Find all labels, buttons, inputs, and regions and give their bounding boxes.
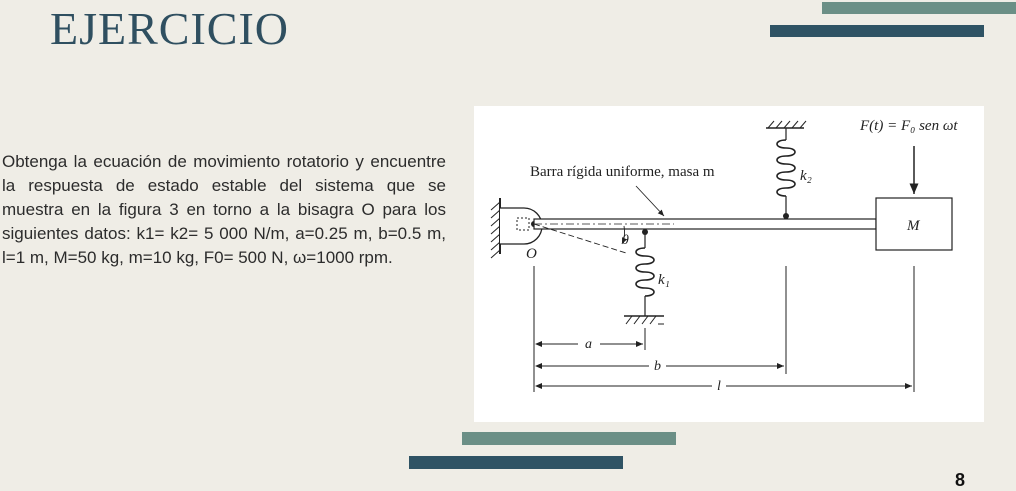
spring-k2 bbox=[766, 120, 807, 219]
dim-b-label: b bbox=[654, 359, 661, 374]
mass-label: M bbox=[906, 218, 921, 234]
figure-diagram: F(t) = F₀ sen ωt Barra rígida uniforme, … bbox=[490, 118, 958, 394]
rotated-position-line bbox=[533, 223, 627, 254]
spring1-label: k₁ bbox=[658, 272, 670, 288]
pivot-label: O bbox=[526, 246, 537, 262]
rigid-bar bbox=[533, 218, 877, 230]
dim-a-label: a bbox=[585, 337, 592, 352]
bar-label-leader bbox=[635, 185, 665, 217]
decorative-bar-bottom-dark bbox=[409, 456, 623, 469]
spring2-label: k₂ bbox=[800, 168, 812, 184]
mechanical-system-figure: F(t) = F₀ sen ωt Barra rígida uniforme, … bbox=[474, 106, 984, 422]
problem-statement: Obtenga la ecuación de movimiento rotato… bbox=[2, 152, 446, 267]
angle-label: θ bbox=[622, 233, 629, 248]
decorative-bar-top-light bbox=[822, 2, 1016, 14]
force-label: F(t) = F₀ sen ωt bbox=[859, 118, 958, 134]
theta-arc bbox=[621, 225, 628, 245]
slide-number: 8 bbox=[955, 470, 966, 490]
decorative-bar-top-dark bbox=[770, 25, 984, 37]
bar-label: Barra rígida uniforme, masa m bbox=[530, 164, 715, 180]
spring-k1 bbox=[624, 229, 664, 325]
slide-title: EJERCICIO bbox=[50, 3, 289, 54]
dimension-extensions bbox=[533, 266, 915, 392]
hinge-wall bbox=[490, 198, 501, 259]
mass-block bbox=[875, 197, 953, 251]
decorative-bar-bottom-light bbox=[462, 432, 676, 445]
dim-l-label: l bbox=[717, 379, 721, 394]
